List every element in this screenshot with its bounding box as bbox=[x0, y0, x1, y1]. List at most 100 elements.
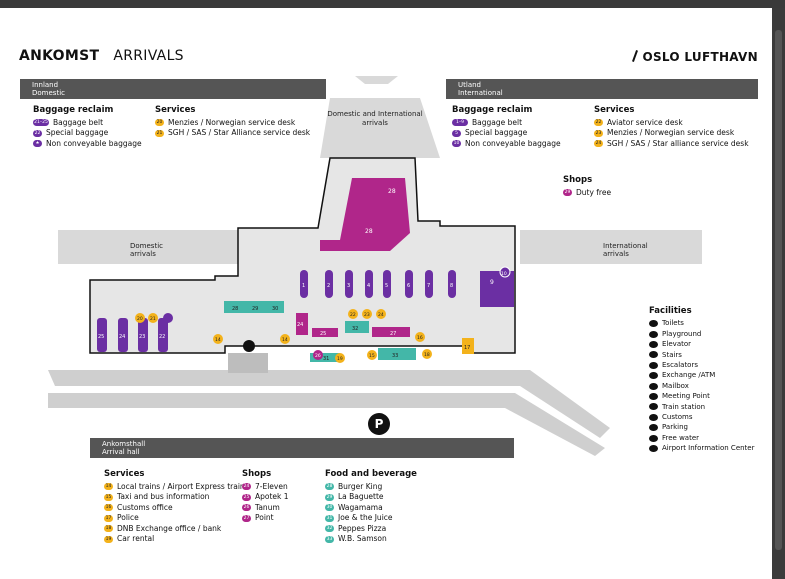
road-upper bbox=[48, 370, 610, 438]
facility-item: Exchange /ATM bbox=[649, 370, 755, 380]
food-title: Food and beverage bbox=[325, 469, 417, 479]
facilities-legend: Facilities Toilets Playground Elevator S… bbox=[649, 306, 755, 454]
shop-label: 27 bbox=[390, 331, 396, 337]
legend-item: 16 Customs office bbox=[104, 503, 245, 514]
legend-label: Special baggage bbox=[46, 128, 109, 137]
food-block-32 bbox=[345, 321, 369, 333]
international-baggage-title: Baggage reclaim bbox=[452, 105, 533, 115]
toilets-icon bbox=[649, 320, 658, 328]
legend-label: Joe & the Juice bbox=[338, 513, 393, 522]
legend-item: 22 Aviator service desk bbox=[594, 118, 749, 129]
desk-label: 23 bbox=[364, 312, 370, 318]
shop-badge: 25 bbox=[242, 493, 251, 501]
belt-25 bbox=[97, 318, 107, 352]
legend-label: La Baguette bbox=[338, 492, 384, 501]
customs-icon bbox=[649, 413, 658, 421]
service-badge: 17 bbox=[104, 514, 113, 522]
facility-label: Stairs bbox=[662, 350, 682, 359]
service-badge: 20 bbox=[155, 119, 164, 127]
legend-item: 1–9 Baggage belt bbox=[452, 118, 561, 129]
pier-label: arrivals bbox=[130, 250, 156, 258]
shop-badge: 29 bbox=[563, 189, 572, 197]
central-pier bbox=[320, 98, 440, 158]
free-water-icon bbox=[649, 434, 658, 442]
service-desk-22 bbox=[348, 309, 358, 319]
food-block-28-30 bbox=[224, 301, 284, 313]
star-icon: ★ bbox=[33, 140, 42, 148]
shop-badge: 26 bbox=[242, 504, 251, 512]
pier-label: Domestic bbox=[130, 242, 163, 250]
food-badge: 32 bbox=[325, 525, 334, 533]
legend-label: W.B. Samson bbox=[338, 534, 387, 543]
pier-label: arrivals bbox=[603, 250, 629, 258]
facility-label: Train station bbox=[662, 402, 706, 411]
belt-23 bbox=[138, 318, 148, 352]
mailbox-icon bbox=[649, 382, 658, 390]
belt-label: 8 bbox=[450, 283, 453, 289]
service-badge: 19 bbox=[104, 535, 113, 543]
train-platform bbox=[228, 353, 268, 373]
title-english: ARRIVALS bbox=[113, 48, 184, 64]
service-badge: 23 bbox=[594, 129, 603, 137]
belt-8 bbox=[448, 270, 456, 298]
facility-label: Escalators bbox=[662, 361, 698, 370]
shop-badge: 27 bbox=[242, 514, 251, 522]
title-norwegian: ANKOMST bbox=[19, 48, 100, 64]
legend-label: Customs office bbox=[117, 502, 173, 512]
belt-label: 5 bbox=[385, 283, 388, 289]
service-label: 19 bbox=[337, 356, 343, 362]
legend-item: ★Non conveyable baggage bbox=[33, 139, 142, 150]
belt-label: 24 bbox=[119, 334, 125, 340]
legend-label: Special baggage bbox=[465, 128, 528, 137]
terminal-map: P 28 28 9 10 1 2 3 4 5 6 7 8 bbox=[48, 76, 702, 456]
escalator-icon bbox=[649, 361, 658, 369]
brand-name: OSLO LUFTHAVN bbox=[642, 50, 758, 64]
facility-label: Customs bbox=[662, 413, 693, 422]
legend-label: Point bbox=[255, 513, 274, 522]
facility-item: Free water bbox=[649, 433, 755, 443]
parking-icon bbox=[649, 424, 658, 432]
baggage-belt-badge: 21–25 bbox=[33, 119, 49, 127]
international-pier bbox=[520, 230, 702, 264]
train-station-icon bbox=[649, 403, 658, 411]
service-badge: 16 bbox=[104, 504, 113, 512]
legend-label: Menzies / Norwegian service desk bbox=[607, 128, 735, 137]
customs-office-16 bbox=[415, 332, 425, 342]
facility-label: Exchange /ATM bbox=[662, 371, 716, 380]
service-badge: 21 bbox=[155, 129, 164, 137]
arrival-hall-header-no: Ankomsthall bbox=[102, 440, 146, 448]
service-badge: 22 bbox=[594, 119, 603, 127]
belt-label: 10 bbox=[501, 271, 507, 277]
shop-block-24 bbox=[296, 313, 308, 335]
duty-free-shop bbox=[320, 178, 410, 251]
shop-badge: 24 bbox=[242, 483, 251, 491]
domestic-header: Innland Domestic bbox=[20, 79, 326, 99]
facility-item: Customs bbox=[649, 412, 755, 422]
facility-item: Toilets bbox=[649, 318, 755, 328]
baggage-belt-badge: 1–9 bbox=[452, 119, 468, 127]
belt-5 bbox=[383, 270, 391, 298]
legend-label: SGH / SAS / Star Alliance service desk bbox=[168, 128, 311, 137]
legend-label: Aviator service desk bbox=[607, 117, 683, 127]
legend-label: Baggage belt bbox=[472, 117, 523, 127]
food-badge: 29 bbox=[325, 493, 334, 501]
belt-3 bbox=[345, 270, 353, 298]
legend-label: Baggage belt bbox=[53, 117, 104, 127]
service-label: 18 bbox=[424, 352, 430, 358]
scrollbar-thumb[interactable] bbox=[775, 30, 782, 550]
police-17 bbox=[462, 338, 474, 354]
shop-label: 28 bbox=[388, 188, 396, 195]
